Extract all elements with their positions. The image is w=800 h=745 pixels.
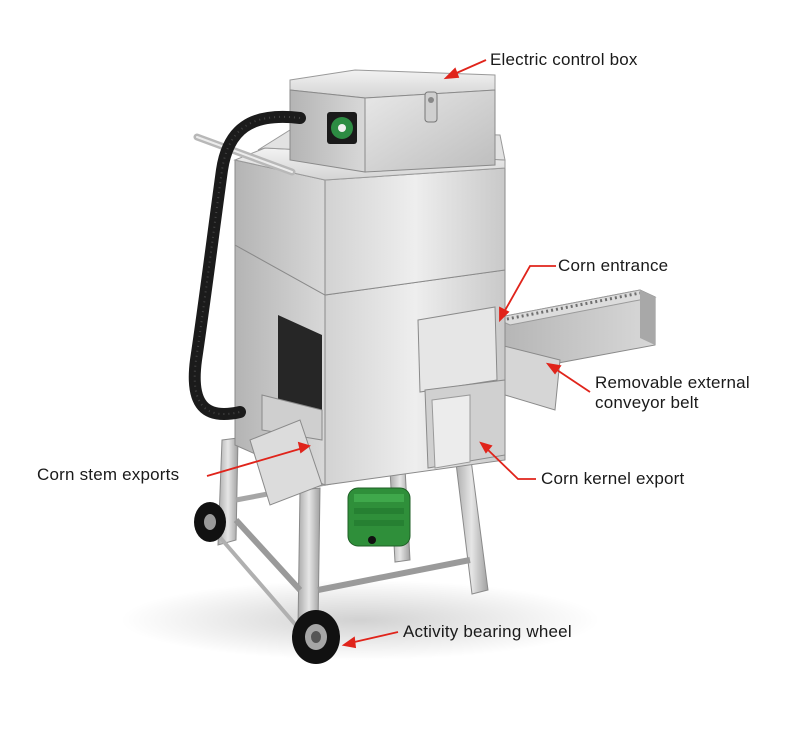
wheel-rear xyxy=(194,502,226,542)
arrow-control-box xyxy=(451,59,487,76)
floor-shadow xyxy=(120,580,600,660)
label-activity-bearing-wheel: Activity bearing wheel xyxy=(403,622,572,641)
conveyor-belt xyxy=(493,289,657,411)
main-body xyxy=(234,244,506,506)
arrow-kernel-export xyxy=(484,446,536,480)
arrow-conveyor xyxy=(553,367,591,393)
electric-hose xyxy=(188,110,306,421)
label-corn-stem-exports: Corn stem exports xyxy=(37,465,180,484)
wheel-front xyxy=(292,610,340,664)
arrow-wheel xyxy=(349,631,399,644)
handle-bar xyxy=(193,133,296,176)
label-corn-entrance: Corn entrance xyxy=(558,256,669,275)
label-corn-kernel-export: Corn kernel export xyxy=(541,469,685,488)
control-box xyxy=(289,69,496,173)
label-removable-conveyor-line2: conveyor belt xyxy=(595,393,699,412)
motor xyxy=(347,487,411,547)
arrow-corn-entrance xyxy=(502,265,556,315)
leader-arrows xyxy=(206,59,591,649)
label-electric-control-box: Electric control box xyxy=(490,50,638,69)
label-removable-conveyor-line1: Removable external xyxy=(595,373,750,392)
arrow-stem-exports xyxy=(206,447,304,477)
